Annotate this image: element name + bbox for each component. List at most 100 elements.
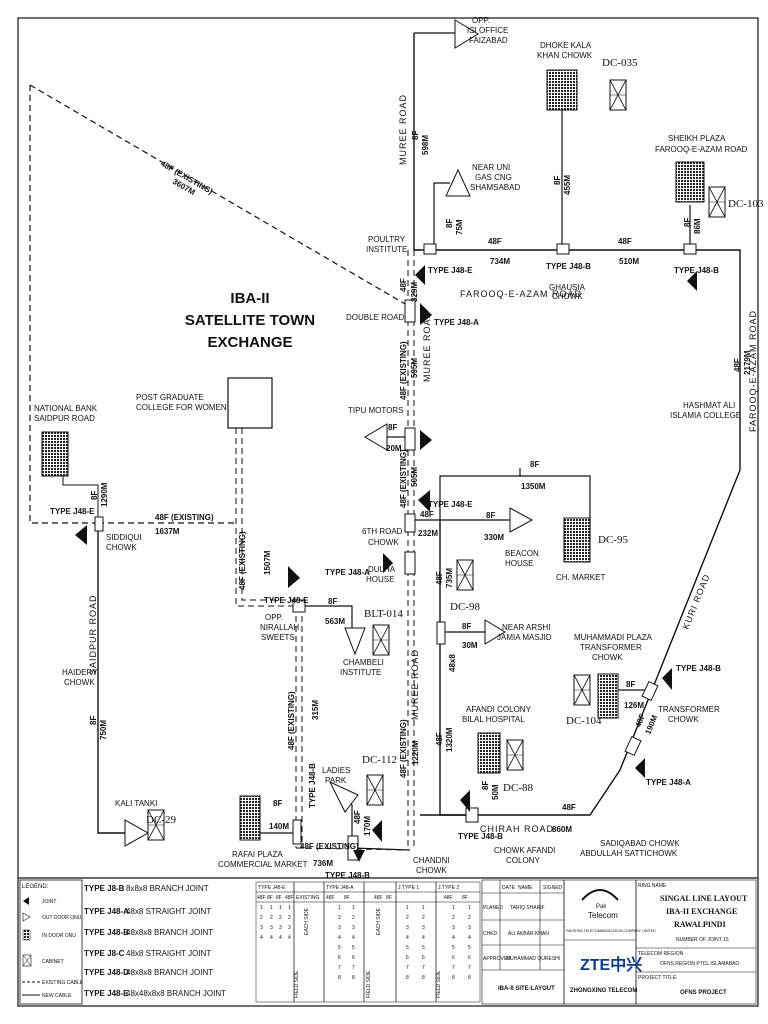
svg-text:IBA-II EXCHANGE: IBA-II EXCHANGE xyxy=(666,907,737,916)
svg-text:ISLAMIA COLLEGE: ISLAMIA COLLEGE xyxy=(670,411,741,420)
svg-text:8: 8 xyxy=(406,975,409,981)
idu-grid xyxy=(597,673,619,719)
svg-text:DOUBLE ROAD: DOUBLE ROAD xyxy=(346,313,404,322)
legend-new: NEW CABLE xyxy=(42,993,72,999)
svg-text:48F: 48F xyxy=(444,895,453,901)
odu-triangle xyxy=(454,19,479,49)
exchange-building xyxy=(227,377,273,429)
svg-text:750M: 750M xyxy=(99,720,108,740)
svg-text:NIRALLAH: NIRALLAH xyxy=(260,623,299,632)
odu-triangle xyxy=(344,627,366,656)
svg-text:8F: 8F xyxy=(276,895,282,901)
idu-grid xyxy=(239,795,261,841)
svg-text:735M: 735M xyxy=(445,568,454,588)
svg-text:5: 5 xyxy=(406,945,409,951)
odu-triangle xyxy=(484,619,506,645)
svg-text:DC-88: DC-88 xyxy=(503,782,533,794)
svg-text:FIELD SIDE: FIELD SIDE xyxy=(294,970,300,998)
legend-idu: IN DOOR ONU xyxy=(42,933,76,939)
svg-text:7: 7 xyxy=(338,965,341,971)
svg-text:TYPE J48-E: TYPE J48-E xyxy=(84,989,129,998)
svg-text:734M: 734M xyxy=(490,257,510,266)
svg-text:1290M: 1290M xyxy=(100,482,109,507)
joint-box xyxy=(347,835,359,861)
svg-text:7: 7 xyxy=(452,965,455,971)
svg-text:DC-103: DC-103 xyxy=(728,198,764,210)
svg-text:GHAUSIA: GHAUSIA xyxy=(549,283,586,292)
svg-text:3: 3 xyxy=(288,925,291,931)
svg-text:TYPE J48-E: TYPE J48-E xyxy=(264,596,309,605)
svg-text:DATE: DATE xyxy=(502,885,516,891)
svg-text:NAME: NAME xyxy=(518,885,533,891)
road-farooq-vertical: FAROOQ-E-AZAM ROAD xyxy=(748,310,758,432)
svg-text:3: 3 xyxy=(338,925,341,931)
svg-text:IBA-II SITE-LAYOUT: IBA-II SITE-LAYOUT xyxy=(498,986,555,992)
svg-text:SAIDPUR ROAD: SAIDPUR ROAD xyxy=(34,414,95,423)
svg-text:8x8x8 BRANCH JOINT: 8x8x8 BRANCH JOINT xyxy=(126,884,209,893)
title-block: RING NAME SINGAL LINE LAYOUT IBA-II EXCH… xyxy=(635,879,757,1005)
svg-text:126M: 126M xyxy=(624,701,644,710)
svg-text:FAROOQ-E-AZAM ROAD: FAROOQ-E-AZAM ROAD xyxy=(655,145,748,154)
svg-text:330M: 330M xyxy=(484,533,504,542)
svg-text:TYPE J48-A: TYPE J48-A xyxy=(325,568,370,577)
svg-text:8: 8 xyxy=(338,975,341,981)
svg-text:232M: 232M xyxy=(418,529,438,538)
svg-text:CHOWK AFANDI: CHOWK AFANDI xyxy=(494,846,555,855)
svg-text:CH. MARKET: CH. MARKET xyxy=(556,573,605,582)
svg-text:2: 2 xyxy=(352,915,355,921)
svg-text:2: 2 xyxy=(452,915,455,921)
svg-text:CHOWK: CHOWK xyxy=(416,866,447,875)
joint-box xyxy=(436,621,446,645)
svg-text:50M: 50M xyxy=(491,784,500,800)
svg-text:OPP.: OPP. xyxy=(472,16,490,25)
svg-text:KALI TANKI: KALI TANKI xyxy=(115,799,157,808)
svg-text:SIDDIQUI: SIDDIQUI xyxy=(106,533,142,542)
svg-text:1: 1 xyxy=(338,905,341,911)
svg-text:48F: 48F xyxy=(420,510,434,519)
svg-text:TYPE J8-B: TYPE J8-B xyxy=(84,884,125,893)
svg-text:DC-29: DC-29 xyxy=(146,814,176,826)
svg-text:ABDULLAH SATTICHOWK: ABDULLAH SATTICHOWK xyxy=(580,849,678,858)
svg-text:TYPE J48-B: TYPE J48-B xyxy=(308,763,317,808)
svg-text:OFNS REGION PTCL ISLAMABAD: OFNS REGION PTCL ISLAMABAD xyxy=(660,961,739,967)
svg-text:NUMBER OF JOINT 15: NUMBER OF JOINT 15 xyxy=(676,937,729,943)
svg-text:DC-95: DC-95 xyxy=(598,534,628,546)
svg-text:AFANDI COLONY: AFANDI COLONY xyxy=(466,705,532,714)
svg-text:8F: 8F xyxy=(553,176,562,185)
svg-text:3: 3 xyxy=(468,925,471,931)
svg-text:48F: 48F xyxy=(399,278,408,292)
svg-text:48F (EXISTING): 48F (EXISTING) xyxy=(399,449,408,508)
svg-text:TYPE J48-E: TYPE J48-E xyxy=(428,266,473,275)
svg-text:COLONY: COLONY xyxy=(506,856,540,865)
svg-text:8F: 8F xyxy=(626,680,635,689)
svg-text:1507M: 1507M xyxy=(263,550,272,575)
svg-text:8F: 8F xyxy=(530,460,539,469)
place-labels: OPP. ISI OFFICE FAIZABAD DHOKE KALA KHAN… xyxy=(34,16,748,875)
svg-text:595M: 595M xyxy=(410,358,419,378)
svg-text:NATIONAL BANK: NATIONAL BANK xyxy=(34,404,98,413)
exchange-title-1: IBA-II xyxy=(230,290,269,307)
svg-text:48F (EXISTING): 48F (EXISTING) xyxy=(155,513,214,522)
svg-text:48x8 STRAIGHT JOINT: 48x8 STRAIGHT JOINT xyxy=(126,949,211,958)
svg-text:48F (EXISTING): 48F (EXISTING) xyxy=(300,842,359,851)
svg-text:48x8: 48x8 xyxy=(448,654,457,672)
idu-grid xyxy=(675,161,705,203)
svg-text:563M: 563M xyxy=(325,617,345,626)
svg-text:CHOWK: CHOWK xyxy=(106,543,137,552)
svg-text:PARK: PARK xyxy=(325,776,347,785)
svg-text:FIELD SIDE: FIELD SIDE xyxy=(366,970,372,998)
joint-box xyxy=(423,243,437,255)
svg-text:INSTITUTE: INSTITUTE xyxy=(366,245,407,254)
svg-text:SINGAL LINE LAYOUT: SINGAL LINE LAYOUT xyxy=(660,894,748,903)
road-muree-2: MUREE ROAD xyxy=(422,311,432,382)
svg-text:GAS CNG: GAS CNG xyxy=(475,173,512,182)
svg-text:EXISTING: EXISTING xyxy=(296,895,319,901)
svg-text:5: 5 xyxy=(338,945,341,951)
idu-grid xyxy=(563,517,591,563)
legend-cabinet: CABINET xyxy=(42,959,64,965)
svg-text:8F: 8F xyxy=(328,597,337,606)
svg-text:1: 1 xyxy=(260,905,263,911)
svg-text:48F: 48F xyxy=(326,895,335,901)
svg-text:7: 7 xyxy=(352,965,355,971)
